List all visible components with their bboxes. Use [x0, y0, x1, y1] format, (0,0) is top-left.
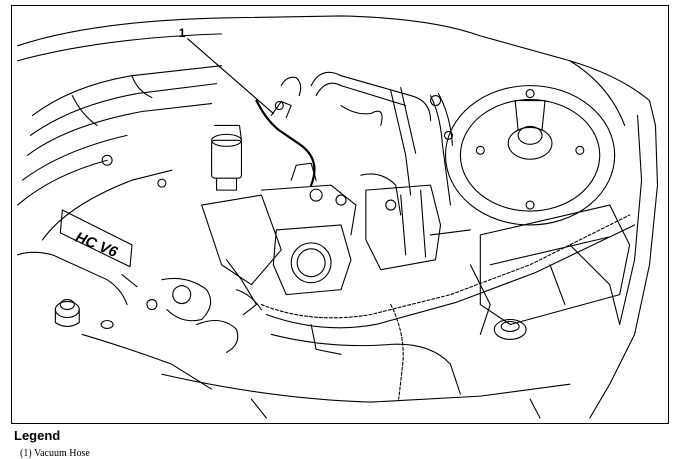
callout-1: 1: [179, 26, 274, 115]
engine-badge-plate: HC V6: [59, 209, 133, 268]
lower-left-bracket: [81, 274, 239, 390]
hood-outline: [16, 15, 659, 419]
upper-hoses: [310, 71, 454, 206]
callout-number: 1: [179, 26, 186, 40]
egr-valve: [211, 124, 243, 191]
engine-diagram-frame: HC V6: [11, 5, 669, 424]
engine-compartment-illustration: HC V6: [16, 15, 659, 419]
brake-booster: [444, 85, 616, 226]
vacuum-hose: [255, 76, 316, 187]
wiring-harness: [260, 214, 636, 400]
air-intake-duct: [201, 194, 282, 316]
intake-manifold-cover: [16, 65, 223, 306]
throttle-body: [260, 162, 402, 296]
oil-filler-cap: [54, 299, 80, 328]
legend-item-vacuum-hose: (1) Vacuum Hose: [20, 448, 90, 459]
radiator-support: [161, 244, 621, 419]
legend-title: Legend: [14, 428, 61, 443]
engine-badge-text: HC V6: [73, 229, 121, 261]
fuel-rail-right: [365, 184, 471, 271]
master-cylinder: [479, 204, 631, 340]
